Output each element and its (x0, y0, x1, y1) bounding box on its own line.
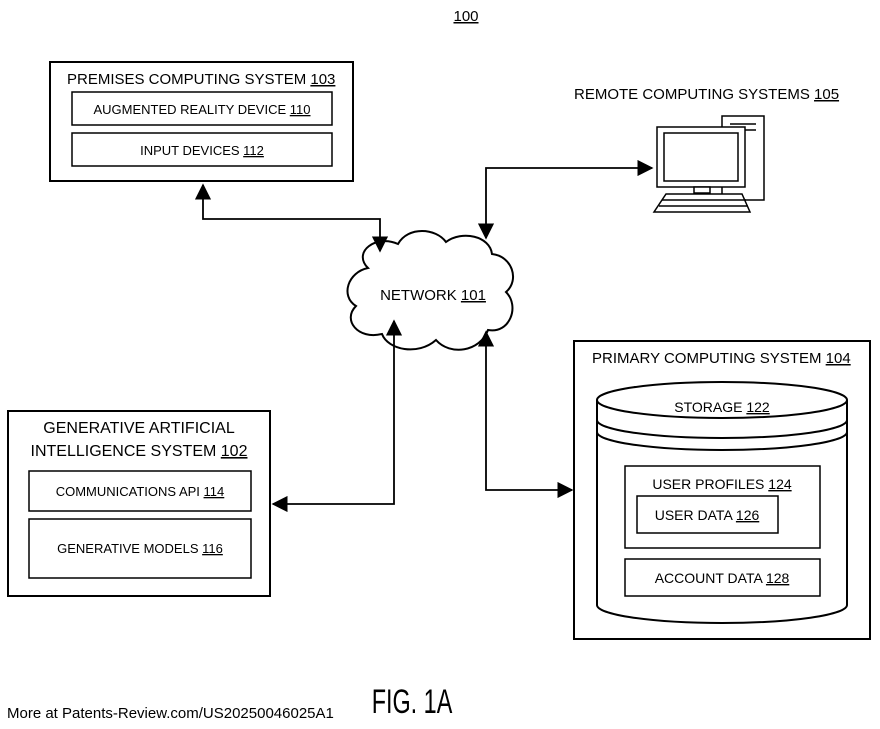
premises-title-text: PREMISES COMPUTING SYSTEM (67, 71, 306, 88)
ar-device-label-text: AUGMENTED REALITY DEVICE (94, 102, 287, 117)
user-data-label: USER DATA 126 (655, 507, 760, 523)
connector-genai-network (273, 321, 394, 504)
figure-caption: FIG. 1A (372, 683, 453, 722)
remote-ref: 105 (814, 86, 839, 103)
generative-models-label-text: GENERATIVE MODELS (57, 541, 199, 556)
storage-label: STORAGE 122 (674, 399, 770, 415)
connector-premises-network (203, 185, 380, 251)
premises-computing-system: PREMISES COMPUTING SYSTEM 103 AUGMENTED … (50, 62, 353, 181)
gen-ai-title-line2-text: INTELLIGENCE SYSTEM (31, 443, 217, 460)
gen-ai-ref: 102 (221, 443, 248, 460)
connector-network-primary (486, 332, 572, 490)
ar-device-ref: 110 (290, 102, 311, 117)
gen-ai-title-line1: GENERATIVE ARTIFICIAL (43, 420, 235, 437)
primary-ref: 104 (826, 350, 851, 367)
account-data-label: ACCOUNT DATA 128 (655, 570, 790, 586)
user-profiles-label-text: USER PROFILES (652, 476, 764, 492)
figure-ref: 100 (453, 8, 478, 25)
communications-api-label-text: COMMUNICATIONS API (56, 484, 200, 499)
user-data-label-text: USER DATA (655, 507, 734, 523)
premises-ref: 103 (310, 71, 335, 88)
remote-title-text: REMOTE COMPUTING SYSTEMS (574, 86, 810, 103)
account-data-label-text: ACCOUNT DATA (655, 570, 764, 586)
desktop-computer-icon (654, 116, 764, 212)
user-profiles-ref: 124 (768, 476, 792, 492)
network-ref: 101 (461, 287, 486, 304)
network-cloud: NETWORK 101 (347, 231, 513, 350)
connector-network-remote (486, 168, 652, 238)
remote-computing-systems: REMOTE COMPUTING SYSTEMS 105 (574, 86, 839, 212)
ar-device-label: AUGMENTED REALITY DEVICE 110 (94, 102, 311, 117)
communications-api-label: COMMUNICATIONS API 114 (56, 484, 225, 499)
primary-title-text: PRIMARY COMPUTING SYSTEM (592, 350, 821, 367)
generative-models-ref: 116 (202, 541, 223, 556)
gen-ai-title-line2: INTELLIGENCE SYSTEM 102 (31, 443, 248, 460)
user-data-ref: 126 (736, 507, 760, 523)
input-devices-label-text: INPUT DEVICES (140, 143, 240, 158)
network-label-text: NETWORK (380, 287, 457, 304)
premises-title: PREMISES COMPUTING SYSTEM 103 (67, 71, 335, 88)
network-label: NETWORK 101 (380, 287, 486, 304)
input-devices-ref: 112 (243, 143, 264, 158)
storage-label-text: STORAGE (674, 399, 742, 415)
primary-computing-system: PRIMARY COMPUTING SYSTEM 104 STORAGE 122… (574, 341, 870, 639)
primary-title: PRIMARY COMPUTING SYSTEM 104 (592, 350, 851, 367)
remote-title: REMOTE COMPUTING SYSTEMS 105 (574, 86, 839, 103)
input-devices-label: INPUT DEVICES 112 (140, 143, 264, 158)
account-data-ref: 128 (766, 570, 790, 586)
storage-ref: 122 (746, 399, 770, 415)
generative-ai-system: GENERATIVE ARTIFICIAL INTELLIGENCE SYSTE… (8, 411, 270, 596)
communications-api-ref: 114 (204, 484, 225, 499)
generative-models-label: GENERATIVE MODELS 116 (57, 541, 223, 556)
footer-watermark: More at Patents-Review.com/US20250046025… (7, 705, 334, 722)
user-profiles-label: USER PROFILES 124 (652, 476, 791, 492)
